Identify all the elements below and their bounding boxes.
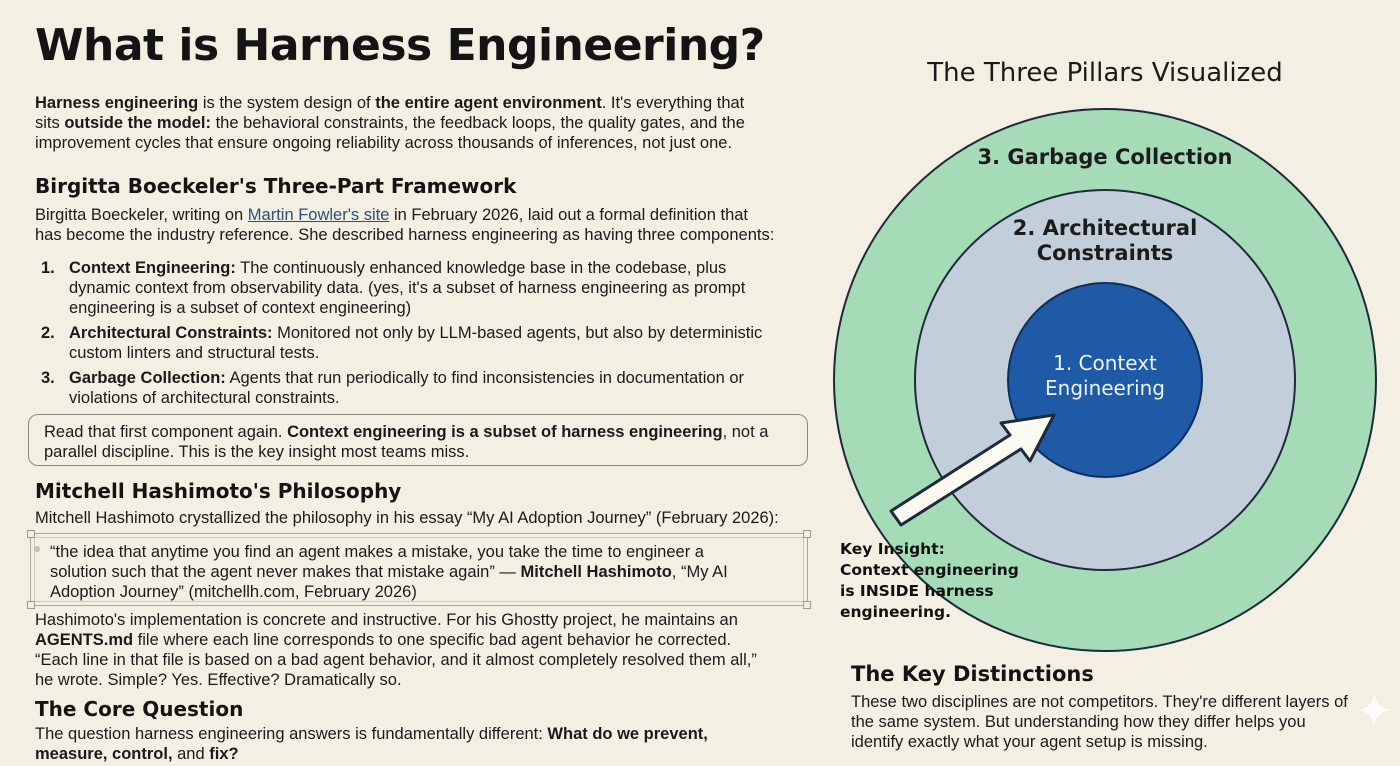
list-item-text: Monitored not only by LLM-based agents, … bbox=[272, 324, 763, 342]
inner-circle-label: 1. Context Engineering bbox=[1015, 351, 1195, 401]
core-bold: fix? bbox=[209, 745, 239, 763]
frame-corner-handle bbox=[27, 601, 35, 609]
core-question-heading: The Core Question bbox=[35, 697, 244, 721]
intro-bold: Harness engineering bbox=[35, 94, 199, 112]
callout-bold: Context engineering is a subset of harne… bbox=[287, 423, 723, 441]
quote-line: Adoption Journey” (mitchellh.com, Februa… bbox=[50, 583, 417, 601]
key-distinctions-line: the same system. But understanding how t… bbox=[851, 713, 1306, 731]
page-title: What is Harness Engineering? bbox=[35, 20, 765, 71]
outer-ring-label: 3. Garbage Collection bbox=[977, 145, 1233, 169]
list-item-text: Agents that run periodically to find inc… bbox=[225, 369, 745, 387]
core-text: The question harness engineering answers… bbox=[35, 725, 548, 743]
philosophy-heading: Mitchell Hashimoto's Philosophy bbox=[35, 479, 402, 503]
key-insight-line: engineering. bbox=[840, 603, 951, 621]
list-item-text: dynamic context from observability data.… bbox=[69, 279, 746, 297]
frame-corner-handle bbox=[27, 530, 35, 538]
framework-list: 1. Context Engineering: The continuously… bbox=[35, 258, 762, 413]
callout-text: Read that first component again. Context… bbox=[44, 422, 768, 462]
framework-text: Birgitta Boeckeler, writing on bbox=[35, 206, 248, 224]
callout-text-part: parallel discipline. This is the key ins… bbox=[44, 443, 470, 461]
list-item-text: The continuously enhanced knowledge base… bbox=[235, 259, 727, 277]
list-item-text: custom linters and structural tests. bbox=[69, 344, 320, 362]
core-bold: measure, control, bbox=[35, 745, 173, 763]
philosophy-bold: AGENTS.md bbox=[35, 631, 134, 649]
insight-callout: Read that first component again. Context… bbox=[28, 414, 808, 466]
quote-author: Mitchell Hashimoto bbox=[520, 563, 672, 581]
intro-bold: outside the model: bbox=[64, 114, 212, 132]
philosophy-text: file where each line corresponds to one … bbox=[133, 631, 732, 649]
list-item-label: Context Engineering: bbox=[69, 259, 236, 277]
key-distinctions-paragraph: These two disciplines are not competitor… bbox=[851, 692, 1348, 752]
core-text: and bbox=[172, 745, 210, 763]
key-distinctions-heading: The Key Distinctions bbox=[851, 662, 1094, 686]
quote-line: , “My AI bbox=[671, 563, 728, 581]
framework-text: in February 2026, laid out a formal defi… bbox=[389, 206, 749, 224]
list-item: 2. Architectural Constraints: Monitored … bbox=[35, 323, 762, 363]
arrow-icon bbox=[889, 413, 1056, 527]
intro-text: improvement cycles that ensure ongoing r… bbox=[35, 134, 733, 152]
list-number: 1. bbox=[41, 259, 55, 277]
core-question-paragraph: The question harness engineering answers… bbox=[35, 724, 708, 764]
lightbulb-icon: ● bbox=[33, 540, 42, 556]
intro-bold: the entire agent environment bbox=[375, 94, 602, 112]
callout-text-part: Read that first component again. bbox=[44, 423, 288, 441]
frame-corner-handle bbox=[803, 601, 811, 609]
philosophy-paragraph: Hashimoto's implementation is concrete a… bbox=[35, 610, 757, 690]
philosophy-text: he wrote. Simple? Yes. Effective? Dramat… bbox=[35, 671, 402, 689]
key-insight-line: is INSIDE harness bbox=[840, 582, 994, 600]
philosophy-text: Hashimoto's implementation is concrete a… bbox=[35, 611, 738, 629]
sparkle-icon bbox=[1358, 694, 1390, 726]
quote-line: solution such that the agent never makes… bbox=[50, 563, 521, 581]
list-item-label: Garbage Collection: bbox=[69, 369, 226, 387]
list-item: 3. Garbage Collection: Agents that run p… bbox=[35, 368, 762, 408]
quote-text: “the idea that anytime you find an agent… bbox=[50, 542, 728, 602]
list-item-label: Architectural Constraints: bbox=[69, 324, 273, 342]
intro-text: the behavioral constraints, the feedback… bbox=[211, 114, 745, 132]
list-item-text: violations of architectural constraints. bbox=[69, 389, 340, 407]
inner-circle-label-line: 1. Context bbox=[1053, 351, 1157, 375]
list-item: 1. Context Engineering: The continuously… bbox=[35, 258, 762, 318]
quote-box: ● “the idea that anytime you find an age… bbox=[27, 530, 811, 609]
middle-ring-label: 2. Architectural Constraints bbox=[985, 216, 1225, 266]
middle-ring-label-line: 2. Architectural bbox=[1012, 216, 1198, 240]
key-distinctions-line: identify exactly what your agent setup i… bbox=[851, 733, 1208, 751]
intro-text: . It's everything that bbox=[601, 94, 745, 112]
framework-text: has become the industry reference. She d… bbox=[35, 226, 775, 244]
middle-ring-label-line: Constraints bbox=[1036, 241, 1174, 265]
intro-text: sits bbox=[35, 114, 65, 132]
key-insight-line: Key Insight: bbox=[840, 540, 945, 558]
quote-line: “the idea that anytime you find an agent… bbox=[50, 543, 704, 561]
inner-circle-label-line: Engineering bbox=[1045, 376, 1165, 400]
philosophy-intro: Mitchell Hashimoto crystallized the phil… bbox=[35, 509, 779, 527]
core-bold: What do we prevent, bbox=[547, 725, 708, 743]
philosophy-text: “Each line in that file is based on a ba… bbox=[35, 651, 757, 669]
list-number: 3. bbox=[41, 369, 55, 387]
key-distinctions-line: These two disciplines are not competitor… bbox=[851, 693, 1348, 711]
martin-fowler-link[interactable]: Martin Fowler's site bbox=[247, 206, 390, 224]
key-insight-line: Context engineering bbox=[840, 561, 1019, 579]
list-item-text: engineering is a subset of context engin… bbox=[69, 299, 412, 317]
key-insight-note: Key Insight: Context engineering is INSI… bbox=[840, 539, 1019, 623]
diagram-title: The Three Pillars Visualized bbox=[927, 58, 1283, 88]
framework-heading: Birgitta Boeckeler's Three-Part Framewor… bbox=[35, 174, 517, 198]
intro-text: is the system design of bbox=[198, 94, 376, 112]
callout-text-part: , not a bbox=[722, 423, 769, 441]
framework-paragraph: Birgitta Boeckeler, writing on Martin Fo… bbox=[35, 205, 774, 245]
intro-paragraph: Harness engineering is the system design… bbox=[35, 93, 745, 153]
inner-circle-context-engineering bbox=[1007, 282, 1203, 478]
frame-corner-handle bbox=[803, 530, 811, 538]
list-number: 2. bbox=[41, 324, 55, 342]
